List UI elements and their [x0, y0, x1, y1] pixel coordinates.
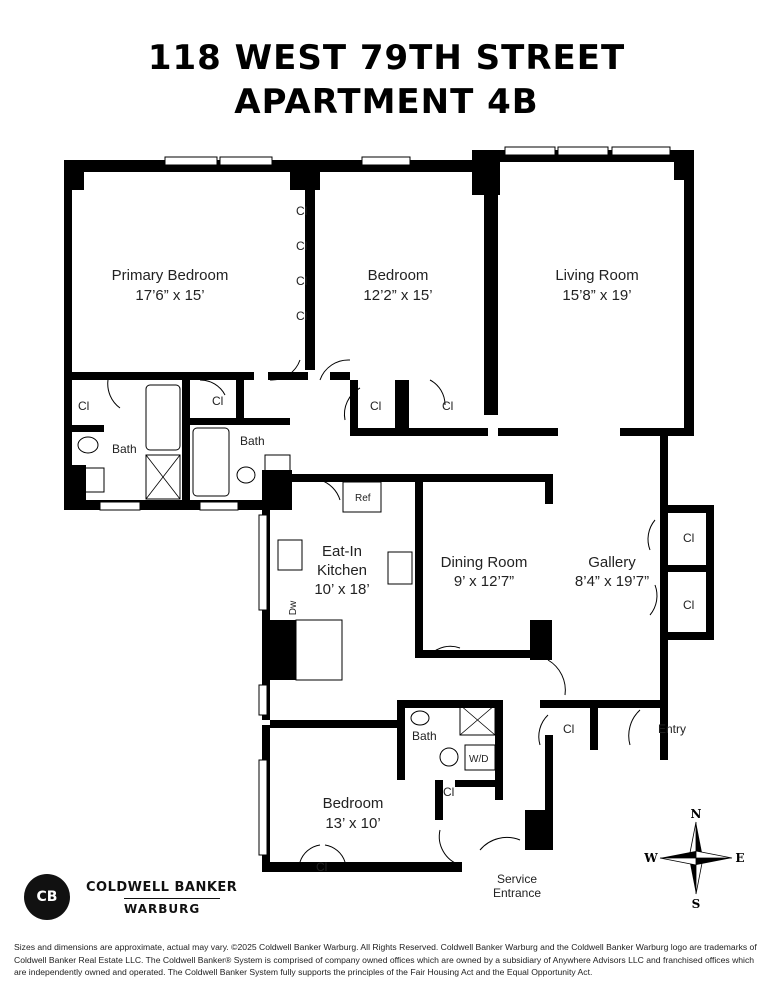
compass-e: E [735, 851, 744, 865]
disclaimer-text: Sizes and dimensions are approximate, ac… [14, 942, 757, 977]
closet-label: Cl [563, 722, 574, 736]
service-entrance-line2: Entrance [493, 886, 541, 900]
room-dims-living-room: 15’8” x 19’ [562, 287, 631, 304]
bath-label: Bath [112, 442, 137, 456]
brand-sub: WARBURG [124, 902, 201, 916]
closet-label: Cl [443, 785, 454, 799]
room-name-bedroom-north: Bedroom [368, 267, 429, 284]
fixtures [77, 384, 496, 771]
dw-label: Dw [288, 600, 299, 615]
bath-label: Bath [240, 434, 265, 448]
room-dims-gallery: 8’4” x 19’7” [575, 573, 649, 590]
wd-label: W/D [469, 754, 488, 765]
closet-label: Cl [442, 399, 453, 413]
room-name-kitchen-line2: Kitchen [317, 562, 367, 579]
brand-name: COLDWELL BANKER [86, 880, 238, 895]
closet-label: Cl [316, 860, 327, 874]
room-dims-kitchen: 10’ x 18’ [314, 581, 369, 598]
page-title-line1: 118 WEST 79TH STREET [147, 38, 626, 78]
badge-text: CB [36, 889, 58, 905]
closet-label: Cl [296, 204, 307, 218]
closet-label: Cl [296, 239, 307, 253]
room-dims-bedroom-north: 12’2” x 15’ [363, 287, 432, 304]
compass-s: S [692, 897, 701, 911]
closet-label: Cl [296, 274, 307, 288]
room-name-gallery: Gallery [588, 554, 636, 571]
entry-label: Entry [658, 722, 686, 736]
room-dims-dining-room: 9’ x 12’7” [454, 573, 514, 590]
ref-label: Ref [355, 493, 371, 504]
cb-badge-icon: CB [24, 874, 70, 920]
room-name-bedroom-south: Bedroom [323, 795, 384, 812]
closet-label: Cl [683, 598, 694, 612]
room-name-dining-room: Dining Room [441, 554, 528, 571]
closet-label: Cl [296, 309, 307, 323]
page-title-line2: APARTMENT 4B [234, 82, 539, 122]
brand-divider [124, 898, 220, 899]
closet-label: Cl [78, 399, 89, 413]
compass-n: N [691, 807, 702, 821]
service-entrance-line1: Service [497, 872, 537, 886]
compass-w: W [643, 851, 658, 865]
walls [64, 150, 714, 872]
room-name-kitchen-line1: Eat-In [322, 543, 362, 560]
room-name-primary-bedroom: Primary Bedroom [112, 267, 229, 284]
windows [99, 146, 671, 856]
room-dims-primary-bedroom: 17’6” x 15’ [135, 287, 204, 304]
closet-label: Cl [683, 531, 694, 545]
compass-rose-icon [659, 821, 733, 895]
room-dims-bedroom-south: 13’ x 10’ [325, 815, 380, 832]
closet-label: Cl [212, 394, 223, 408]
room-name-living-room: Living Room [555, 267, 638, 284]
brand-logo: CB COLDWELL BANKER WARBURG [24, 870, 254, 920]
closet-label: Cl [370, 399, 381, 413]
doors [107, 359, 658, 866]
bath-label: Bath [412, 729, 437, 743]
